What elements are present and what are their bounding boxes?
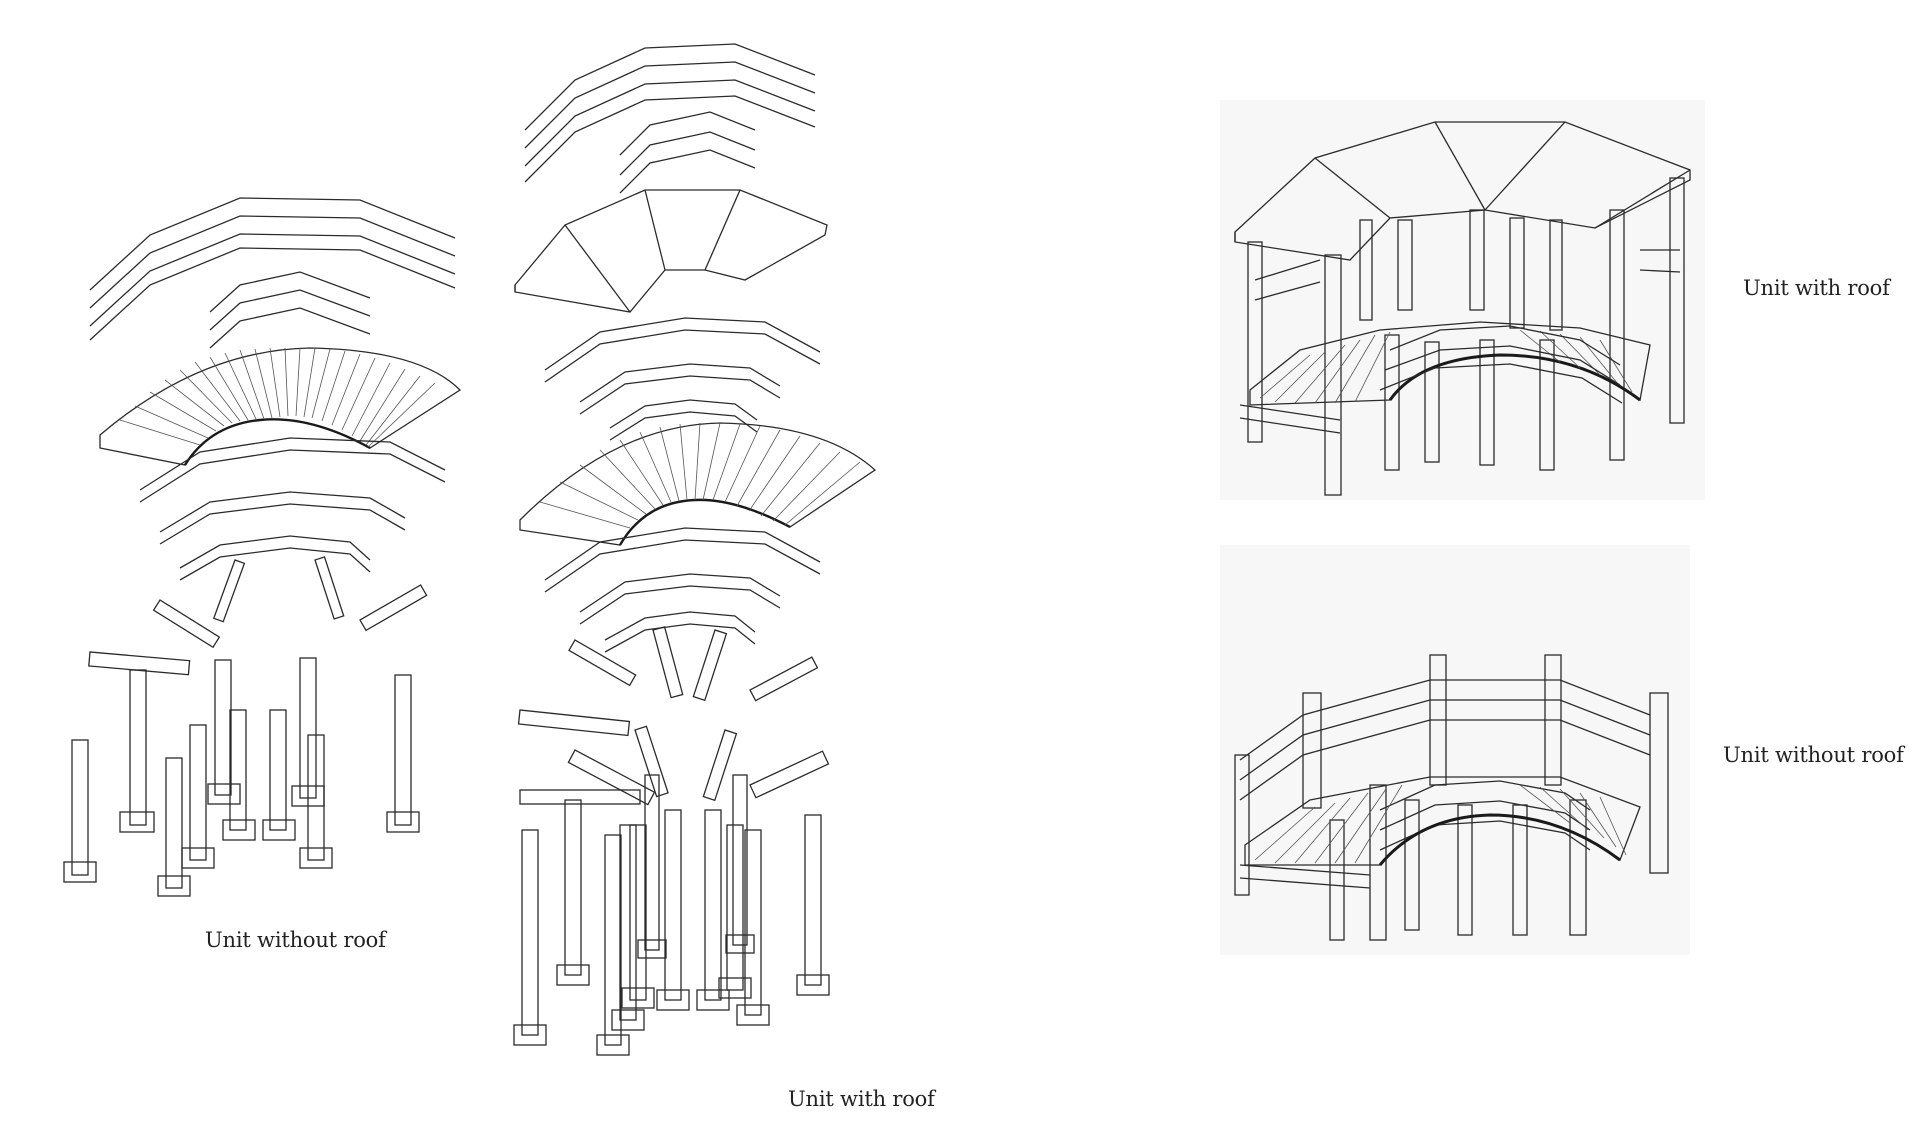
caption-assembled-with-roof: Unit with roof bbox=[1743, 276, 1890, 300]
joists bbox=[517, 626, 830, 806]
deck-floor bbox=[1244, 776, 1641, 866]
deck-floor bbox=[519, 422, 877, 546]
posts bbox=[513, 774, 830, 1056]
joists bbox=[88, 556, 428, 676]
deck-boards bbox=[1254, 784, 1627, 864]
deck-floor bbox=[1249, 321, 1651, 406]
outer-rail-set bbox=[89, 197, 456, 341]
caption-exploded-without-roof: Unit without roof bbox=[205, 928, 386, 952]
deck-boards bbox=[119, 347, 436, 448]
deck-boards bbox=[539, 422, 861, 529]
assembled-view-with-roof bbox=[1220, 100, 1705, 500]
railings bbox=[1239, 249, 1681, 434]
caption-assembled-without-roof: Unit without roof bbox=[1723, 743, 1904, 767]
caption-exploded-with-roof: Unit with roof bbox=[788, 1087, 935, 1111]
roof-inner-rail-set bbox=[619, 111, 756, 194]
posts bbox=[1247, 177, 1685, 496]
roof-panel bbox=[1234, 121, 1691, 261]
railings bbox=[1239, 679, 1651, 851]
assembled-view-without-roof bbox=[1220, 545, 1690, 955]
posts bbox=[1234, 654, 1669, 941]
roof-frame-beams bbox=[544, 317, 821, 441]
roof-outer-rail-set bbox=[524, 43, 816, 183]
exploded-view-with-roof bbox=[513, 43, 877, 1056]
posts bbox=[63, 657, 420, 897]
frame-beams bbox=[1239, 864, 1371, 889]
frame-beams bbox=[139, 437, 446, 581]
exploded-view-without-roof bbox=[63, 197, 462, 897]
roof-panel bbox=[514, 189, 828, 313]
frame-beams bbox=[544, 527, 821, 653]
deck-floor bbox=[99, 347, 462, 466]
deck-boards bbox=[1259, 329, 1633, 404]
inner-rail-set bbox=[209, 271, 371, 349]
